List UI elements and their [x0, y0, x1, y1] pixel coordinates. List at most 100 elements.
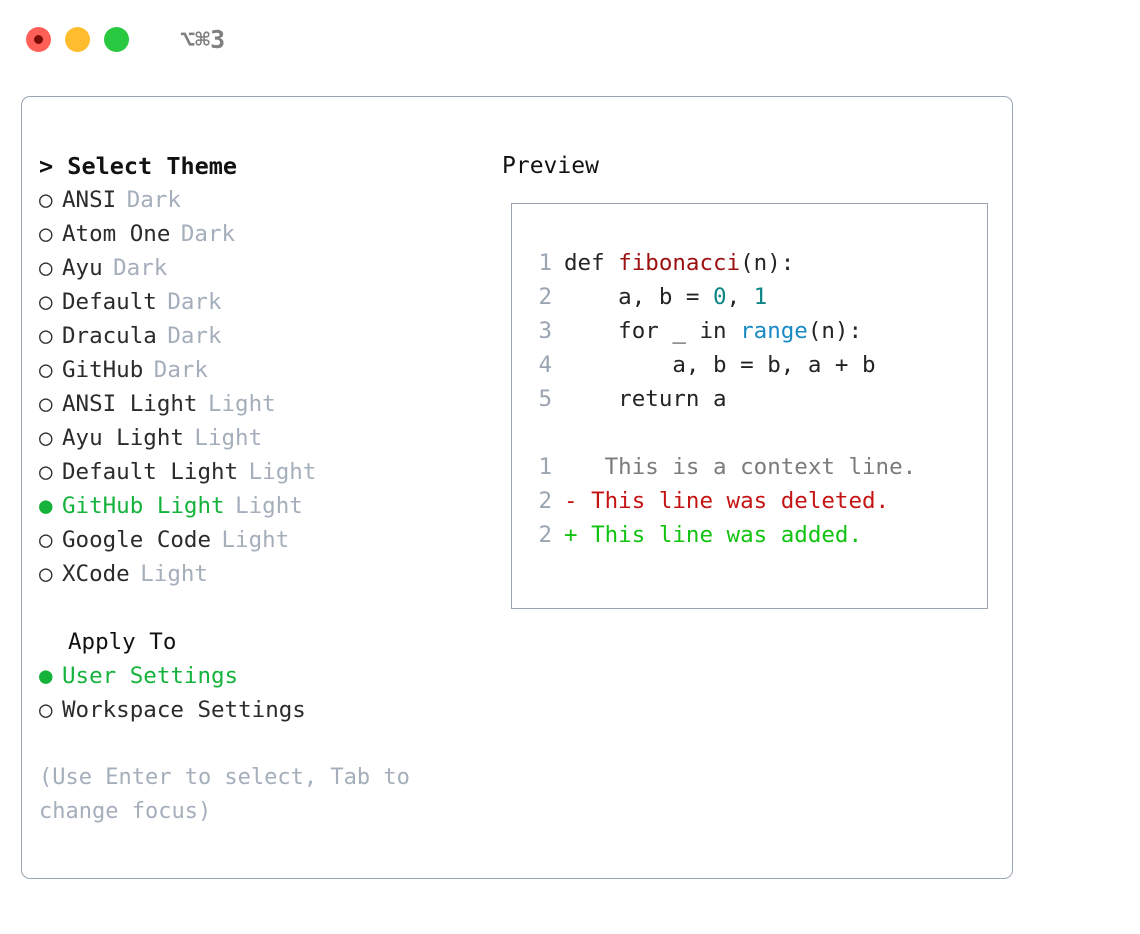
- theme-label: Dracula: [62, 323, 157, 349]
- theme-item[interactable]: ○ Atom One Dark: [39, 217, 479, 251]
- radio-unselected-icon: ○: [39, 221, 53, 247]
- theme-variant-tag: Light: [207, 391, 276, 417]
- theme-item[interactable]: ○ GitHub Dark: [39, 353, 479, 387]
- code-line: 2 a, b = 0, 1: [526, 280, 987, 314]
- theme-item[interactable]: ○ Default Dark: [39, 285, 479, 319]
- radio-unselected-icon: ○: [39, 391, 53, 417]
- code-line-content: return a: [564, 382, 727, 416]
- code-line-content: a, b = 0, 1: [564, 280, 767, 314]
- code-token: range: [740, 318, 808, 344]
- code-line-number: 4: [538, 352, 552, 378]
- theme-label: Default: [62, 289, 157, 315]
- radio-unselected-icon: ○: [39, 255, 53, 281]
- radio-unselected-icon: ○: [39, 697, 53, 723]
- theme-variant-tag: Dark: [126, 187, 181, 213]
- diff-line-content: - This line was deleted.: [564, 488, 890, 514]
- code-line-number: 5: [538, 386, 552, 412]
- diff-line: 2 + This line was added.: [526, 518, 987, 552]
- apply-to-header: Apply To: [68, 629, 177, 655]
- keyboard-hint-text: (Use Enter to select, Tab to change focu…: [39, 765, 410, 824]
- diff-line: 1 This is a context line.: [526, 450, 987, 484]
- keyboard-shortcut-label: ⌥⌘3: [180, 24, 226, 54]
- theme-item[interactable]: ○ Google Code Light: [39, 523, 479, 557]
- theme-label: GitHub: [62, 357, 144, 383]
- theme-label: ANSI: [62, 187, 117, 213]
- preview-column: Preview: [502, 149, 1002, 213]
- diff-line-content: This is a context line.: [564, 454, 917, 480]
- code-line-number: 1: [538, 250, 552, 276]
- radio-unselected-icon: ○: [39, 323, 53, 349]
- preview-header: Preview: [502, 153, 599, 179]
- radio-unselected-icon: ○: [39, 289, 53, 315]
- diff-line-number: 1: [538, 454, 552, 480]
- code-line-number: 3: [538, 318, 552, 344]
- theme-variant-tag: Dark: [167, 289, 222, 315]
- theme-label: Ayu: [62, 255, 103, 281]
- apply-to-list[interactable]: ●User Settings ○ Workspace Settings: [39, 659, 479, 727]
- radio-unselected-icon: ○: [39, 527, 53, 553]
- theme-variant-tag: Light: [194, 425, 263, 451]
- diff-line-number: 2: [538, 488, 552, 514]
- maximize-button-icon[interactable]: [104, 26, 129, 52]
- apply-to-item[interactable]: ○ Workspace Settings: [39, 693, 479, 727]
- diff-lines: 1 This is a context line. 2 - This line wa…: [526, 450, 987, 552]
- theme-label: Default Light: [62, 459, 239, 485]
- code-line: 4 a, b = b, a + b: [526, 348, 987, 382]
- theme-item[interactable]: ○ ANSI Dark: [39, 183, 479, 217]
- code-line-content: def fibonacci(n):: [564, 246, 794, 280]
- code-token: a, b = b, a + b: [564, 352, 876, 378]
- theme-item[interactable]: ○ Default Light Light: [39, 455, 479, 489]
- code-line: 5 return a: [526, 382, 987, 416]
- radio-unselected-icon: ○: [39, 561, 53, 587]
- radio-unselected-icon: ○: [39, 425, 53, 451]
- code-token: for _ in: [564, 318, 741, 344]
- theme-variant-tag: Light: [248, 459, 317, 485]
- apply-to-item[interactable]: ●User Settings: [39, 659, 479, 693]
- diff-line: 2 - This line was deleted.: [526, 484, 987, 518]
- code-line: 3 for _ in range(n):: [526, 314, 987, 348]
- theme-variant-tag: Dark: [113, 255, 168, 281]
- window-controls: [26, 26, 129, 52]
- code-token: return a: [564, 386, 727, 412]
- theme-variant-tag: Light: [221, 527, 290, 553]
- radio-unselected-icon: ○: [39, 459, 53, 485]
- close-button-icon[interactable]: [26, 26, 51, 52]
- radio-unselected-icon: ○: [39, 357, 53, 383]
- code-line: 1 def fibonacci(n):: [526, 246, 987, 280]
- code-token: fibonacci: [618, 250, 741, 276]
- code-token: (n):: [740, 250, 795, 276]
- theme-variant-tag: Dark: [180, 221, 236, 247]
- code-token: ,: [726, 284, 754, 310]
- diff-line-number: 2: [538, 522, 552, 548]
- theme-label: Atom One: [62, 221, 171, 247]
- select-theme-header: > Select Theme: [39, 152, 238, 180]
- theme-item[interactable]: ○ ANSI Light Light: [39, 387, 479, 421]
- radio-selected-icon: ●: [39, 493, 53, 519]
- theme-item[interactable]: ○ Ayu Dark: [39, 251, 479, 285]
- theme-label: XCode: [62, 561, 130, 587]
- code-token: def: [564, 250, 619, 276]
- code-token: 0: [713, 284, 727, 310]
- radio-unselected-icon: ○: [39, 187, 53, 213]
- code-line-number: 2: [538, 284, 552, 310]
- theme-variant-tag: Dark: [153, 357, 208, 383]
- code-diff-separator: [526, 416, 987, 450]
- theme-label: ANSI Light: [62, 391, 198, 417]
- code-line-content: for _ in range(n):: [564, 314, 862, 348]
- code-token: a, b =: [564, 284, 714, 310]
- minimize-button-icon[interactable]: [65, 26, 90, 52]
- apply-to-label: Workspace Settings: [62, 697, 306, 723]
- diff-line-content: + This line was added.: [564, 522, 863, 548]
- theme-label: Google Code: [62, 527, 212, 553]
- radio-selected-icon: ●: [39, 663, 53, 689]
